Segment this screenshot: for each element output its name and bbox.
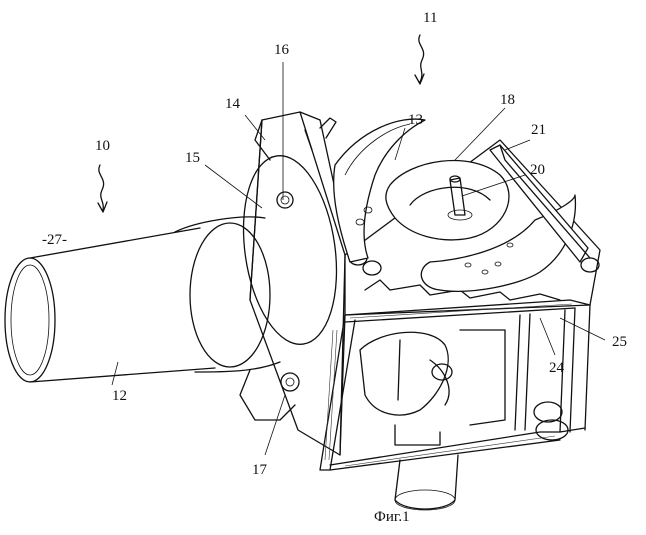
label-20: 20 bbox=[530, 162, 545, 178]
label-27: -27- bbox=[42, 232, 67, 248]
figure-caption: Фиг.1 bbox=[374, 509, 410, 525]
label-24: 24 bbox=[549, 360, 565, 376]
label-16: 16 bbox=[274, 42, 290, 58]
label-14: 14 bbox=[225, 96, 241, 112]
label-15: 15 bbox=[185, 150, 200, 166]
label-25: 25 bbox=[612, 334, 627, 350]
label-13: 13 bbox=[408, 112, 423, 128]
rotor-assembly bbox=[334, 119, 590, 291]
label-10: 10 bbox=[95, 138, 110, 154]
label-17: 17 bbox=[252, 462, 268, 478]
label-11: 11 bbox=[423, 10, 437, 26]
label-12: 12 bbox=[112, 388, 127, 404]
label-18: 18 bbox=[500, 92, 515, 108]
label-21: 21 bbox=[531, 122, 546, 138]
